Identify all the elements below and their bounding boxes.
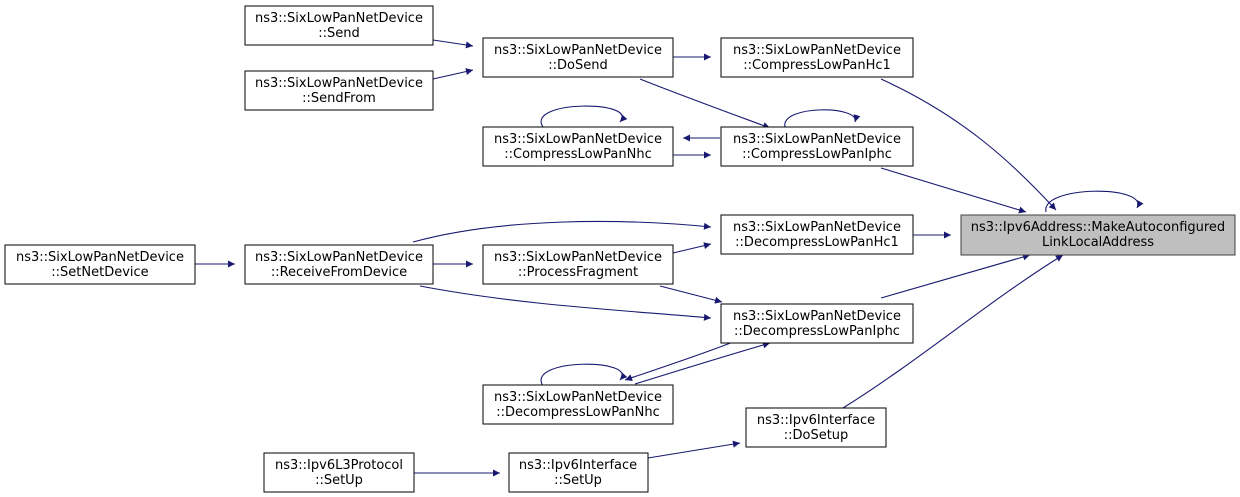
node-compress-nhc[interactable]: ns3::SixLowPanNetDevice ::CompressLowPan… — [482, 126, 674, 167]
node-decompress-hc1-line2: ::DecompressLowPanHc1 — [735, 235, 899, 250]
node-sendfrom-line2: ::SendFrom — [302, 91, 376, 106]
node-receive-from-device[interactable]: ns3::SixLowPanNetDevice ::ReceiveFromDev… — [244, 244, 434, 285]
node-compress-hc1-line2: ::CompressLowPanHc1 — [743, 58, 891, 73]
node-compress-nhc-line1: ns3::SixLowPanNetDevice — [494, 132, 662, 147]
edge-dosend-to-iphc — [639, 78, 771, 129]
node-decompress-iphc[interactable]: ns3::SixLowPanNetDevice ::DecompressLowP… — [720, 303, 914, 344]
node-compress-hc1[interactable]: ns3::SixLowPanNetDevice ::CompressLowPan… — [720, 37, 914, 78]
edge-diphc-to-target — [880, 253, 1031, 299]
node-decompress-hc1[interactable]: ns3::SixLowPanNetDevice ::DecompressLowP… — [720, 214, 914, 255]
node-ipv6-l3-protocol-setup[interactable]: ns3::Ipv6L3Protocol ::SetUp — [263, 452, 415, 493]
node-decompress-hc1-line1: ns3::SixLowPanNetDevice — [733, 220, 901, 235]
node-dosend-line1: ns3::SixLowPanNetDevice — [494, 43, 662, 58]
node-decompress-nhc-line1: ns3::SixLowPanNetDevice — [494, 390, 662, 405]
edge-recvfromdev-to-diphc — [419, 285, 712, 321]
edge-dnhc-self-loop — [540, 363, 628, 387]
edge-sendfrom-to-dosend — [432, 68, 474, 80]
node-compress-hc1-line1: ns3::SixLowPanNetDevice — [733, 43, 901, 58]
edge-diphc-to-dnhc — [624, 341, 734, 382]
node-decompress-nhc[interactable]: ns3::SixLowPanNetDevice ::DecompressLowP… — [482, 384, 674, 425]
edge-ifdosetup-to-target — [842, 254, 1064, 409]
edge-ifsetup-to-ifdosetup — [647, 440, 741, 459]
edge-procfrag-to-dhc1 — [672, 242, 712, 254]
node-receive-from-device-line1: ns3::SixLowPanNetDevice — [255, 250, 423, 265]
node-sendfrom-line1: ns3::SixLowPanNetDevice — [255, 76, 423, 91]
node-ipv6-interface-setup[interactable]: ns3::Ipv6Interface ::SetUp — [508, 452, 649, 493]
node-ipv6-l3-protocol-setup-line1: ns3::Ipv6L3Protocol — [275, 458, 403, 473]
node-process-fragment-line2: ::ProcessFragment — [518, 265, 638, 280]
edge-dnhc-to-diphc — [634, 341, 771, 385]
edge-hc1-to-target — [880, 78, 1057, 211]
node-set-net-device[interactable]: ns3::SixLowPanNetDevice ::SetNetDevice — [4, 244, 196, 285]
node-process-fragment[interactable]: ns3::SixLowPanNetDevice ::ProcessFragmen… — [482, 244, 674, 285]
node-decompress-nhc-line2: ::DecompressLowPanNhc — [496, 405, 660, 420]
node-ipv6-interface-dosetup-line2: ::DoSetup — [784, 428, 849, 443]
node-ipv6-interface-setup-line2: ::SetUp — [554, 473, 602, 488]
node-compress-iphc[interactable]: ns3::SixLowPanNetDevice ::CompressLowPan… — [720, 126, 914, 167]
node-send[interactable]: ns3::SixLowPanNetDevice ::Send — [244, 5, 434, 46]
node-dosend-line2: ::DoSend — [548, 58, 607, 73]
node-dosend[interactable]: ns3::SixLowPanNetDevice ::DoSend — [482, 37, 674, 78]
node-ipv6-interface-dosetup-line1: ns3::Ipv6Interface — [757, 413, 875, 428]
edge-send-to-dosend — [432, 39, 474, 49]
node-compress-nhc-line2: ::CompressLowPanNhc — [504, 147, 651, 162]
node-process-fragment-line1: ns3::SixLowPanNetDevice — [494, 250, 662, 265]
node-compress-iphc-line1: ns3::SixLowPanNetDevice — [733, 132, 901, 147]
node-target-make-autoconfigured-link-local-address[interactable]: ns3::Ipv6Address::MakeAutoconfigured Lin… — [960, 214, 1236, 256]
node-ipv6-l3-protocol-setup-line2: ::SetUp — [315, 473, 363, 488]
node-set-net-device-line1: ns3::SixLowPanNetDevice — [16, 250, 184, 265]
node-compress-iphc-line2: ::CompressLowPanIphc — [742, 147, 892, 162]
edge-recvfromdev-to-dhc1 — [412, 220, 712, 243]
node-set-net-device-line2: ::SetNetDevice — [51, 265, 148, 280]
node-target-line1: ns3::Ipv6Address::MakeAutoconfigured — [971, 220, 1225, 235]
node-decompress-iphc-line1: ns3::SixLowPanNetDevice — [733, 309, 901, 324]
edge-target-self-loop — [1045, 190, 1144, 213]
edge-nhc-self-loop — [540, 105, 628, 128]
node-ipv6-interface-dosetup[interactable]: ns3::Ipv6Interface ::DoSetup — [745, 407, 887, 448]
node-send-line1: ns3::SixLowPanNetDevice — [255, 11, 423, 26]
edge-iphc-to-target — [880, 167, 1027, 214]
node-send-line2: ::Send — [318, 26, 360, 41]
node-ipv6-interface-setup-line1: ns3::Ipv6Interface — [519, 458, 637, 473]
node-decompress-iphc-line2: ::DecompressLowPanIphc — [734, 324, 900, 339]
node-target-line2: LinkLocalAddress — [1042, 235, 1154, 250]
node-receive-from-device-line2: ::ReceiveFromDevice — [271, 265, 407, 280]
edge-procfrag-to-diphc — [659, 285, 723, 304]
node-sendfrom[interactable]: ns3::SixLowPanNetDevice ::SendFrom — [244, 70, 434, 111]
edge-iphc-self-loop — [784, 109, 861, 128]
